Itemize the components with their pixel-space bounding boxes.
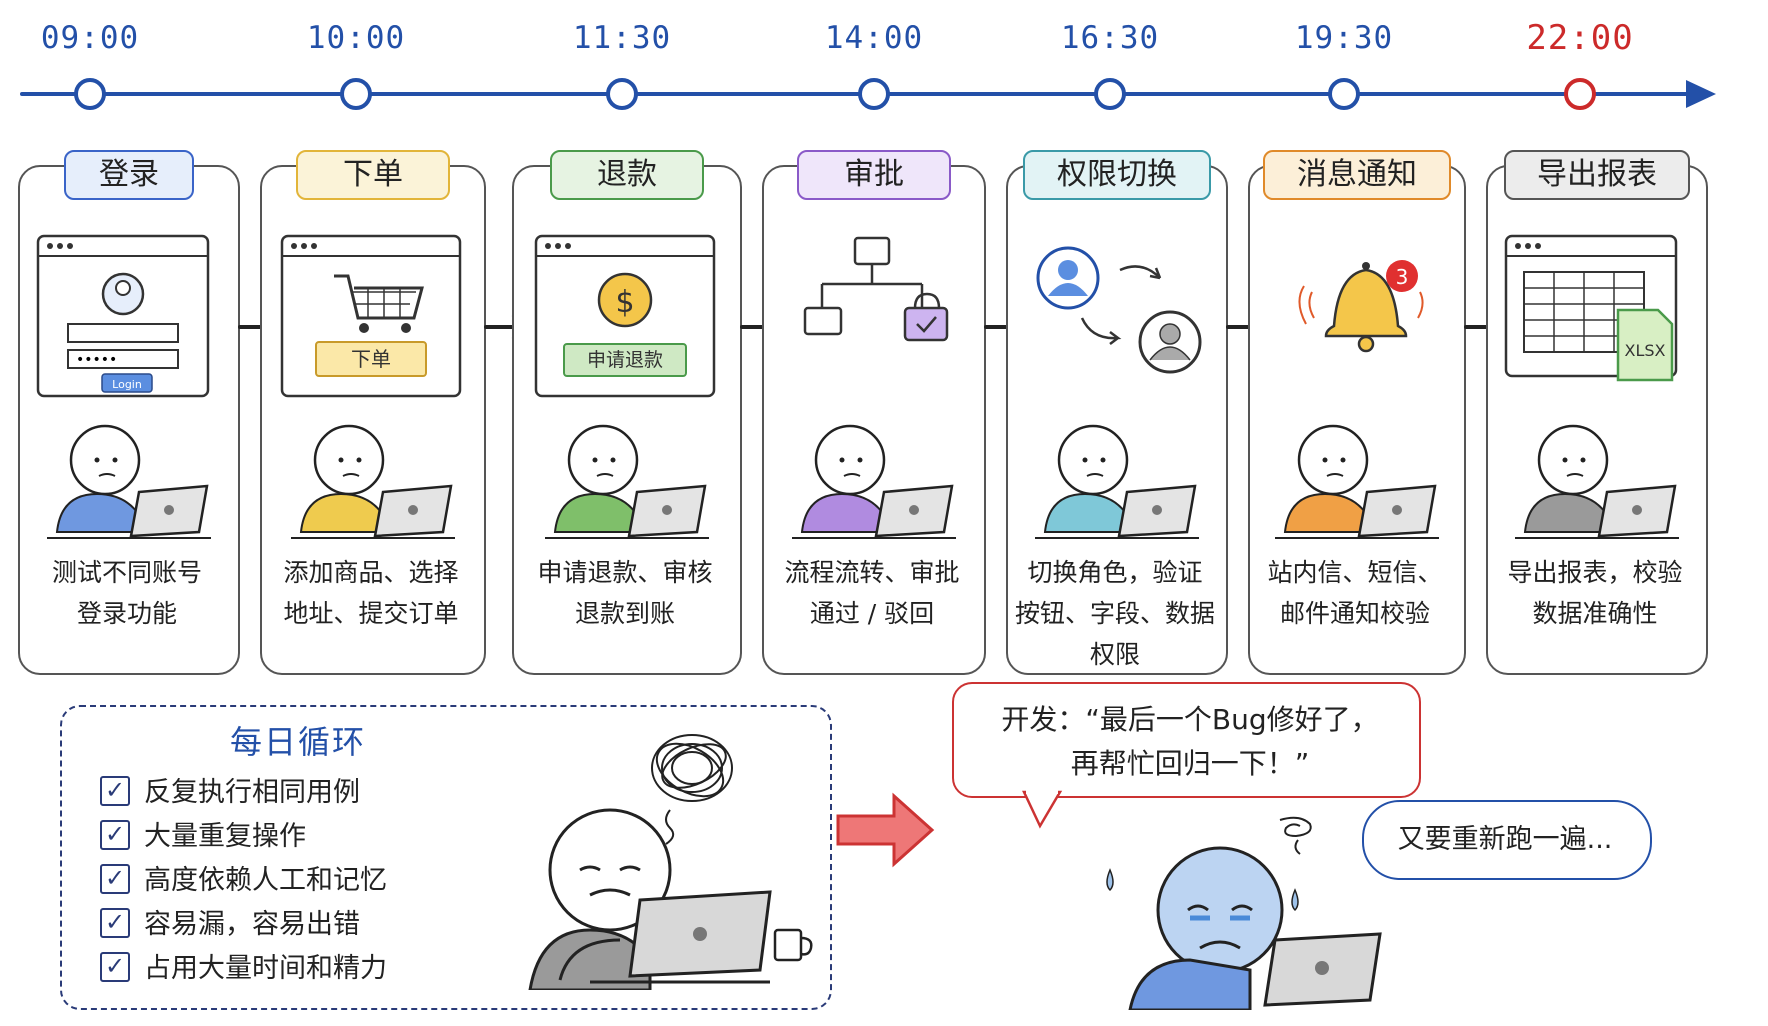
timeline-node	[606, 78, 638, 110]
step-card	[1006, 165, 1228, 675]
daily-loop-box	[60, 705, 832, 1010]
svg-text:XLSX: XLSX	[1625, 341, 1666, 360]
checkbox-checked-icon: ✓	[100, 863, 130, 894]
tester-at-laptop-illustration	[792, 424, 956, 539]
timeline-node	[858, 78, 890, 110]
login-window-icon: ••••• Login	[36, 234, 210, 398]
step-tag: 登录	[64, 150, 194, 200]
bubble-tail-icon	[1022, 790, 1063, 829]
step-tag: 退款	[550, 150, 704, 200]
step-description: 添加商品、选择地址、提交订单	[264, 552, 478, 634]
developer-quote-line2: 再帮忙回归一下！”	[1070, 747, 1310, 780]
step-description-line: 站内信、短信、	[1267, 558, 1443, 587]
svg-text:下单: 下单	[351, 347, 391, 371]
red-arrow-icon	[836, 792, 935, 868]
dollar-coin-icon: $ 申请退款	[534, 234, 716, 398]
timeline-time: 09:00	[40, 20, 140, 56]
step-description-line: 通过 / 驳回	[809, 599, 935, 628]
timeline-node	[340, 78, 372, 110]
step-description-line: 切换角色，验证	[1027, 558, 1203, 587]
checklist-item: ✓高度依赖人工和记忆	[100, 858, 387, 897]
step-description-line: 地址、提交订单	[283, 599, 459, 628]
timeline-time: 19:30	[1294, 20, 1394, 56]
step-tag: 导出报表	[1504, 150, 1690, 200]
user-switch-icon	[1036, 246, 1202, 374]
checklist-item: ✓反复执行相同用例	[100, 770, 360, 809]
svg-text:•••••: •••••	[76, 352, 117, 368]
checklist-item: ✓占用大量时间和精力	[100, 946, 387, 985]
step-description-line: 按钮、字段、数据	[1014, 599, 1215, 628]
bell-icon: 3	[1298, 260, 1424, 353]
timeline-time: 10:00	[306, 20, 406, 56]
timeline-node	[74, 78, 106, 110]
step-description: 测试不同账号登录功能	[22, 552, 232, 634]
step-description: 切换角色，验证按钮、字段、数据权限	[1010, 552, 1220, 675]
checkbox-checked-icon: ✓	[100, 951, 130, 982]
checklist-item: ✓容易漏，容易出错	[100, 902, 360, 941]
svg-text:3: 3	[1396, 265, 1409, 289]
step-description-line: 导出报表，校验	[1507, 558, 1683, 587]
step-description-line: 退款到账	[574, 599, 675, 628]
timeline-node	[1328, 78, 1360, 110]
step-description: 流程流转、审批通过 / 驳回	[766, 552, 978, 634]
tester-reply-bubble	[1362, 800, 1652, 880]
coffee-mug-icon	[773, 928, 813, 962]
step-description: 站内信、短信、邮件通知校验	[1252, 552, 1458, 634]
timeline-time: 22:00	[1526, 18, 1634, 58]
daily-loop-title: 每日循环	[230, 723, 367, 761]
step-description-line: 测试不同账号	[51, 558, 202, 587]
timeline-time: 11:30	[572, 20, 672, 56]
step-card	[1248, 165, 1466, 675]
svg-text:申请退款: 申请退款	[587, 349, 663, 371]
step-description-line: 添加商品、选择	[283, 558, 459, 587]
tester-at-laptop-illustration	[1275, 424, 1439, 539]
step-description-line: 流程流转、审批	[784, 558, 960, 587]
tester-at-laptop-illustration	[1035, 424, 1199, 539]
dizzy-swirl-icon	[1279, 816, 1312, 855]
step-description-line: 申请退款、审核	[537, 558, 713, 587]
checkbox-checked-icon: ✓	[100, 819, 130, 850]
tester-at-laptop-illustration	[291, 424, 455, 539]
tester-reply-text: 又要重新跑一遍...	[1397, 824, 1613, 855]
step-tag: 审批	[797, 150, 951, 200]
step-description-line: 邮件通知校验	[1279, 599, 1430, 628]
svg-text:$: $	[615, 285, 634, 320]
step-description: 申请退款、审核退款到账	[516, 552, 734, 634]
tired-tester-illustration	[528, 734, 813, 990]
flowchart-icon	[803, 236, 949, 342]
developer-quote-line1: 开发：“最后一个Bug修好了，	[1001, 703, 1379, 736]
step-tag: 消息通知	[1263, 150, 1451, 200]
step-description: 导出报表，校验数据准确性	[1490, 552, 1700, 634]
timeline-time: 16:30	[1060, 20, 1160, 56]
step-description-line: 权限	[1089, 640, 1140, 669]
tester-at-laptop-illustration	[47, 424, 211, 539]
timeline	[20, 78, 1716, 110]
spreadsheet-icon: XLSX	[1504, 234, 1678, 382]
timeline-arrowhead	[1686, 80, 1716, 108]
tester-at-laptop-illustration	[1515, 424, 1679, 539]
checkbox-checked-icon: ✓	[100, 907, 130, 938]
timeline-node	[1564, 78, 1596, 110]
tester-at-laptop-illustration	[545, 424, 709, 539]
checkbox-checked-icon: ✓	[100, 775, 130, 806]
timeline-time: 14:00	[824, 20, 924, 56]
checklist-item: ✓大量重复操作	[100, 814, 306, 853]
step-description-line: 登录功能	[76, 599, 177, 628]
timeline-node	[1094, 78, 1126, 110]
crying-tester-illustration	[1106, 816, 1382, 1010]
shopping-cart-icon: 下单	[280, 234, 462, 398]
login-button-text: Login	[112, 378, 142, 391]
developer-quote-bubble	[952, 682, 1421, 798]
scribble-thought-icon	[651, 734, 733, 845]
step-tag: 权限切换	[1023, 150, 1211, 200]
step-tag: 下单	[296, 150, 450, 200]
step-description-line: 数据准确性	[1532, 599, 1658, 628]
